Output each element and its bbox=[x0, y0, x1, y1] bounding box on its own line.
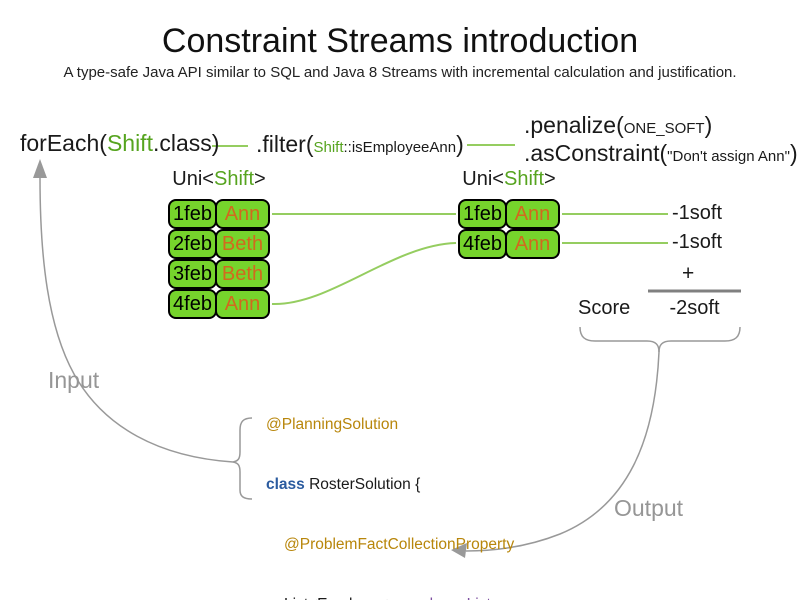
filter-post: ) bbox=[456, 131, 464, 157]
uni-post: > bbox=[544, 168, 556, 190]
code-filter: .filter(Shift::isEmployeeAnn) bbox=[256, 131, 464, 158]
code-line-annotation: @ProblemFactCollectionProperty bbox=[266, 535, 525, 555]
sum-plus-sign: + bbox=[682, 262, 695, 285]
shift-date-cell: 4feb bbox=[168, 289, 217, 319]
uni-type: Shift bbox=[503, 168, 545, 190]
foreach-post: .class) bbox=[152, 130, 220, 156]
score-total-value: -2soft bbox=[669, 297, 720, 319]
class-name: RosterSolution { bbox=[304, 476, 421, 493]
field-type: List<Employee> bbox=[284, 596, 399, 600]
penalty-value: -1soft bbox=[672, 202, 723, 224]
input-brace bbox=[232, 417, 253, 500]
penalize-arg: ONE_SOFT bbox=[623, 120, 705, 137]
output-brace bbox=[579, 326, 741, 353]
field-name: employeeList; bbox=[399, 596, 495, 600]
penalize-post: ) bbox=[704, 112, 713, 138]
shift-date-cell: 4feb bbox=[458, 229, 507, 259]
page-title: Constraint Streams introduction bbox=[161, 22, 639, 60]
input-label: Input bbox=[48, 367, 100, 393]
score-label: Score bbox=[578, 297, 631, 319]
filter-type: Shift bbox=[313, 139, 344, 156]
penalize-pre: .penalize( bbox=[524, 112, 624, 138]
foreach-pre: forEach( bbox=[20, 130, 107, 156]
shift-employee-cell: Beth bbox=[215, 229, 270, 259]
shift-employee-cell: Ann bbox=[215, 199, 270, 229]
asconstraint-arg: "Don't assign Ann" bbox=[667, 148, 790, 165]
output-label: Output bbox=[614, 495, 684, 521]
code-penalize: .penalize(ONE_SOFT) bbox=[524, 112, 712, 139]
uni-type: Shift bbox=[213, 168, 255, 190]
uni-pre: Uni< bbox=[172, 168, 214, 190]
input-stream-type-label: Uni<Shift> bbox=[168, 168, 270, 191]
roster-solution-code-block: @PlanningSolution class RosterSolution {… bbox=[266, 375, 525, 600]
uni-pre: Uni< bbox=[462, 168, 504, 190]
filtered-stream-type-label: Uni<Shift> bbox=[458, 168, 560, 191]
shift-employee-cell: Ann bbox=[215, 289, 270, 319]
filter-method-ref: ::isEmployeeAnn bbox=[343, 139, 457, 156]
code-asconstraint: .asConstraint("Don't assign Ann") bbox=[524, 140, 798, 167]
annotation-planning-solution: @PlanningSolution bbox=[266, 416, 399, 433]
shift-date-cell: 1feb bbox=[168, 199, 217, 229]
penalty-value: -1soft bbox=[672, 231, 723, 253]
foreach-type: Shift bbox=[106, 130, 153, 156]
filter-pre: .filter( bbox=[256, 131, 314, 157]
code-foreach: forEach(Shift.class) bbox=[20, 130, 219, 157]
code-line-field: List<Employee> employeeList; bbox=[266, 595, 525, 600]
asconstraint-post: ) bbox=[789, 140, 798, 166]
input-arrowhead-icon bbox=[33, 159, 47, 178]
shift-date-cell: 3feb bbox=[168, 259, 217, 289]
subtitle: A type-safe Java API similar to SQL and … bbox=[63, 64, 737, 81]
shift-date-cell: 2feb bbox=[168, 229, 217, 259]
code-line-class-decl: class RosterSolution { bbox=[266, 475, 525, 495]
annotation-problem-fact: @ProblemFactCollectionProperty bbox=[284, 536, 515, 553]
shift-employee-cell: Ann bbox=[505, 199, 560, 229]
shift-employee-cell: Beth bbox=[215, 259, 270, 289]
shift-employee-cell: Ann bbox=[505, 229, 560, 259]
shift-date-cell: 1feb bbox=[458, 199, 507, 229]
keyword-class: class bbox=[266, 476, 305, 493]
asconstraint-pre: .asConstraint( bbox=[524, 140, 668, 166]
green-connector-lines bbox=[212, 144, 668, 306]
uni-post: > bbox=[254, 168, 266, 190]
code-line-annotation: @PlanningSolution bbox=[266, 415, 525, 435]
